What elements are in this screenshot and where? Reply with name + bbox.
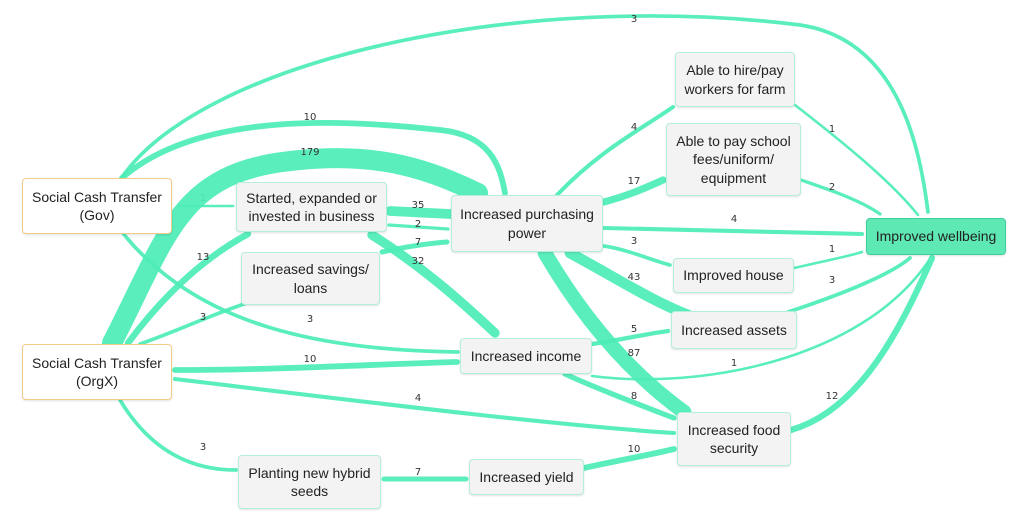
link-school-to-wellbeing xyxy=(799,178,882,216)
node-school-fees[interactable]: Able to pay school fees/uniform/ equipme… xyxy=(666,123,801,196)
link-savings-to-purchasing xyxy=(379,239,450,255)
link-count-label: 4 xyxy=(415,393,421,404)
link-cash_orgx-to-purchasing xyxy=(102,148,488,353)
node-cash-transfer-orgx[interactable]: Social Cash Transfer (OrgX) xyxy=(22,344,172,400)
link-count-label: 43 xyxy=(628,272,641,283)
link-business-to-income xyxy=(367,230,500,338)
link-count-label: 10 xyxy=(304,354,317,365)
link-count-label: 3 xyxy=(307,314,313,325)
link-count-label: 87 xyxy=(628,348,641,359)
node-hire-workers[interactable]: Able to hire/pay workers for farm xyxy=(675,52,795,107)
link-house-to-wellbeing xyxy=(792,250,864,270)
node-yield[interactable]: Increased yield xyxy=(469,459,584,495)
link-count-label: 1 xyxy=(829,124,835,135)
link-count-label: 17 xyxy=(628,176,641,187)
node-food-security[interactable]: Increased food security xyxy=(677,412,791,466)
link-purchasing-to-house xyxy=(602,244,672,267)
link-count-label: 2 xyxy=(829,182,835,193)
link-count-label: 4 xyxy=(731,214,737,225)
link-purchasing-to-school xyxy=(600,176,667,206)
link-yield-to-food xyxy=(581,446,677,471)
link-cash_orgx-to-savings xyxy=(138,300,252,346)
node-savings[interactable]: Increased savings/ loans xyxy=(241,252,380,305)
link-count-label: 7 xyxy=(415,467,421,478)
node-improved-house[interactable]: Improved house xyxy=(673,258,794,293)
link-count-label: 35 xyxy=(412,200,425,211)
link-count-label: 8 xyxy=(631,391,637,402)
link-count-label: 179 xyxy=(300,147,319,158)
link-count-label: 10 xyxy=(628,444,641,455)
link-business-to-purchasing xyxy=(387,223,450,231)
node-cash-transfer-gov[interactable]: Social Cash Transfer (Gov) xyxy=(22,178,172,234)
link-income-to-food xyxy=(562,371,677,421)
link-count-label: 1 xyxy=(731,358,737,369)
node-purchasing-power[interactable]: Increased purchasing power xyxy=(451,195,603,252)
link-income-to-wellbeing xyxy=(590,260,930,381)
link-cash_orgx-to-business xyxy=(124,230,252,347)
link-count-label: 3 xyxy=(829,275,835,286)
link-count-label: 10 xyxy=(304,112,317,123)
link-count-label: 1 xyxy=(829,244,835,255)
link-food-to-wellbeing xyxy=(787,254,936,434)
link-cash_orgx-to-food xyxy=(172,376,677,436)
link-count-label: 32 xyxy=(412,256,425,267)
link-purchasing-to-wellbeing xyxy=(601,225,865,237)
link-purchasing-to-food xyxy=(537,245,692,420)
link-hire-to-wellbeing xyxy=(793,103,920,217)
link-count-label: 2 xyxy=(415,219,421,230)
node-income[interactable]: Increased income xyxy=(460,338,592,374)
link-purchasing-to-hire xyxy=(554,104,676,198)
link-cash_orgx-to-hybrid xyxy=(118,398,238,472)
link-count-label: 3 xyxy=(200,442,206,453)
link-count-label: 7 xyxy=(415,237,421,248)
link-cash_gov-to-wellbeing xyxy=(118,14,930,214)
link-count-label: 3 xyxy=(631,14,637,25)
node-increased-assets[interactable]: Increased assets xyxy=(671,311,797,349)
link-count-label: 3 xyxy=(200,312,206,323)
link-purchasing-to-assets xyxy=(564,247,694,321)
link-count-label: 5 xyxy=(631,324,637,335)
link-count-label: 13 xyxy=(197,252,210,263)
node-business[interactable]: Started, expanded or invested in busines… xyxy=(236,182,387,232)
link-purchasing-to-business xyxy=(385,206,455,219)
node-improved-wellbeing[interactable]: Improved wellbeing xyxy=(866,218,1006,255)
link-count-label: 12 xyxy=(826,391,839,402)
link-count-label: 3 xyxy=(631,236,637,247)
link-cash_orgx-to-income xyxy=(172,359,460,373)
link-cash_gov-to-purchasing xyxy=(119,119,508,196)
link-count-label: 4 xyxy=(631,122,637,133)
link-income-to-assets xyxy=(589,328,671,347)
node-hybrid-seeds[interactable]: Planting new hybrid seeds xyxy=(238,455,381,509)
link-assets-to-wellbeing xyxy=(786,256,912,314)
